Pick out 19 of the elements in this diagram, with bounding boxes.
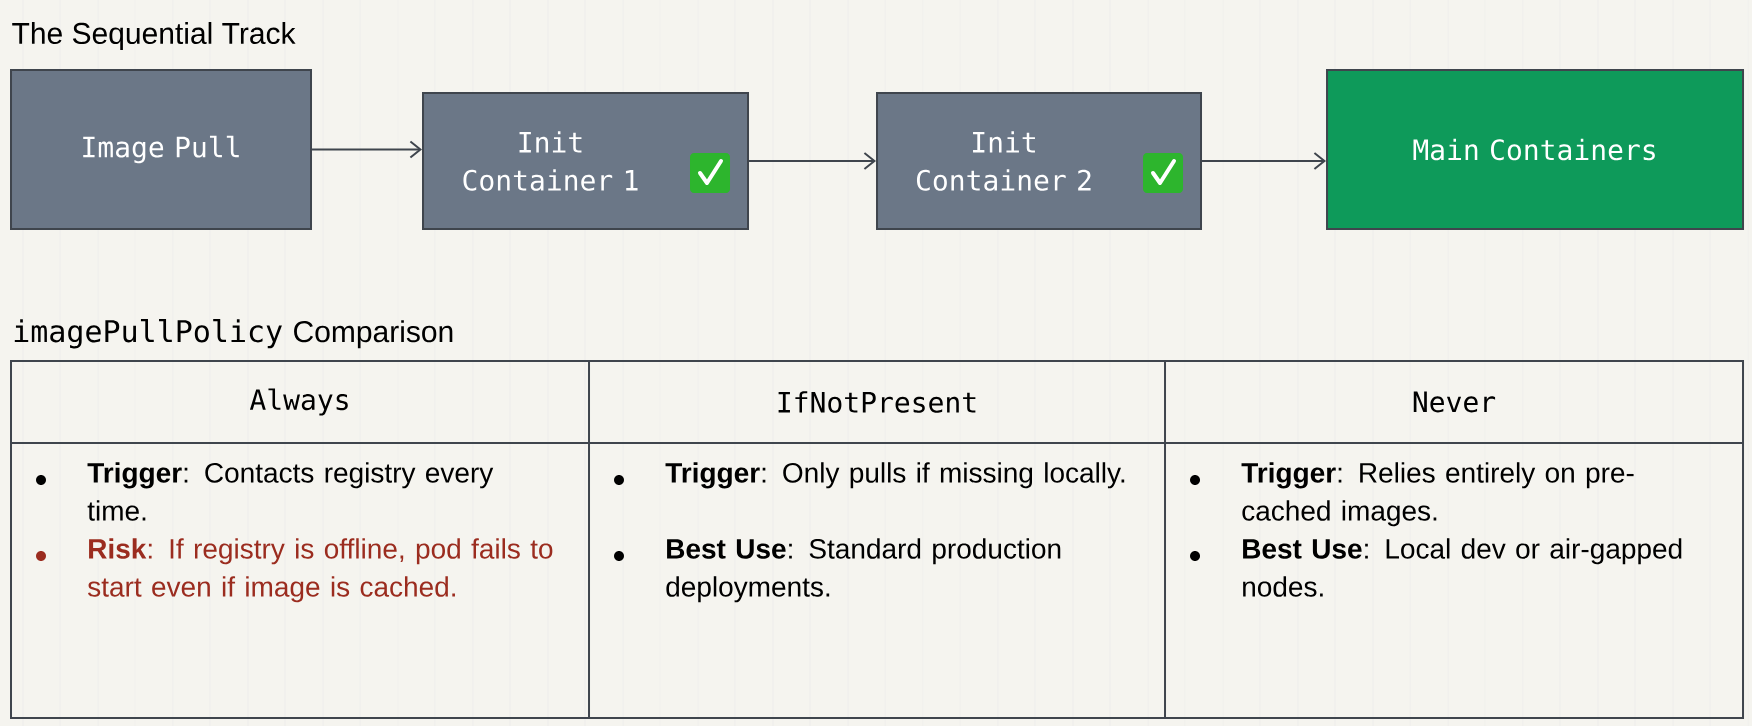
- bullet-text: Trigger: Relies entirely on pre-cached images.: [1241, 462, 1634, 527]
- section-heading: Comparison: [294, 320, 453, 349]
- process-box: Image Pull: [10, 69, 312, 230]
- column-header: Never: [1413, 391, 1496, 413]
- bullet-text: Best Use: Standard production deployments.: [666, 538, 1061, 603]
- bullet-text: Best Use: Local dev or air-gapped nodes.: [1243, 538, 1682, 597]
- status-box: Main Containers: [1326, 69, 1744, 230]
- arrow: [748, 152, 876, 170]
- arrow: [311, 140, 422, 159]
- arrow: [1201, 152, 1327, 170]
- section-heading: imagePullPolicy: [14, 319, 282, 349]
- bullet-text: Trigger: Contacts registry every time.: [87, 462, 494, 521]
- title: The Sequential Track: [12, 22, 296, 50]
- column-header: IfNotPresent: [778, 391, 976, 413]
- process-box: Init Container 2: [876, 92, 1202, 230]
- column-header: Always: [249, 388, 348, 416]
- bullet-text: Trigger: Only pulls if missing locally.: [665, 462, 1125, 489]
- process-box: Init Container 1: [422, 92, 749, 230]
- bullet-text: Risk: If registry is offline, pod fails to start even if image is cached.: [88, 538, 553, 603]
